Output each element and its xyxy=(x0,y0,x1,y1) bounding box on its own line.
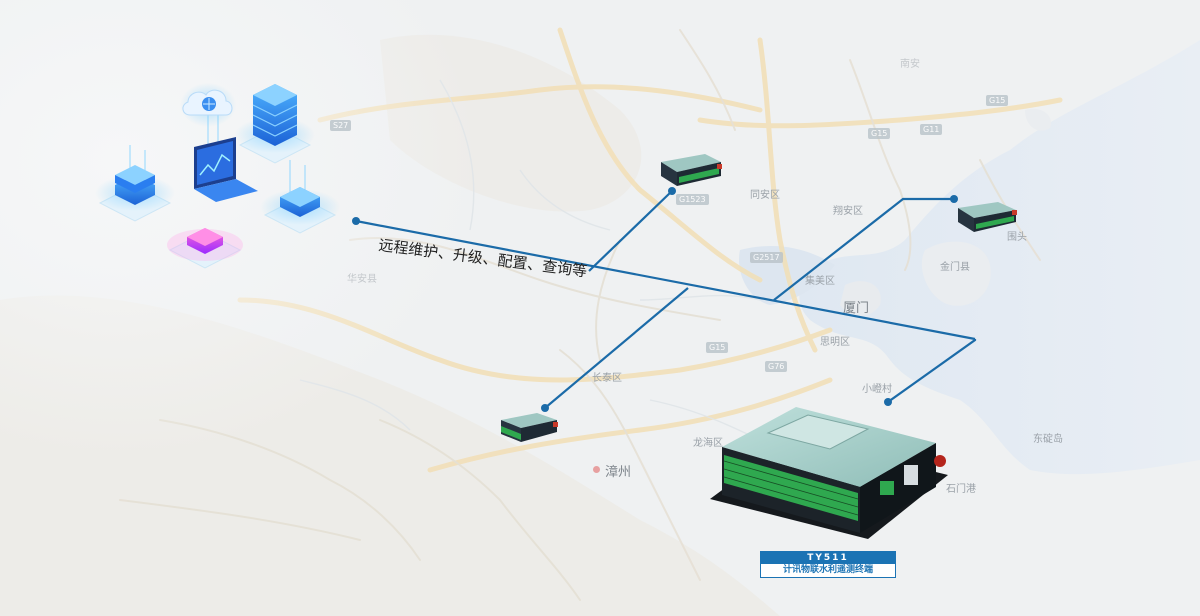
highway-shield: G76 xyxy=(765,361,788,372)
telemetry-terminal-icon xyxy=(661,154,722,186)
product-subtitle: 计讯物联水利遥测终端 xyxy=(782,565,873,575)
map-label-jimei: 集美区 xyxy=(805,276,835,287)
highway-shield: G15 xyxy=(986,95,1009,106)
server-stack-icon xyxy=(95,165,175,211)
map-label-xiaodeng: 小嶝村 xyxy=(862,384,892,395)
server-stack-icon xyxy=(235,84,315,153)
map-label-xiangan: 翔安区 xyxy=(833,206,863,217)
cloud-platform-cluster xyxy=(95,83,340,269)
highway-shield: G15 xyxy=(868,128,891,139)
link-right-device xyxy=(773,197,954,301)
cloud-server-icon xyxy=(180,83,236,127)
link-top-device xyxy=(588,190,673,272)
highway-shield: G11 xyxy=(920,124,943,135)
map-label-changtai: 长泰区 xyxy=(592,373,622,384)
server-stack-icon xyxy=(260,187,340,225)
highway-shield: G1523 xyxy=(676,194,709,205)
map-label-nanan: 南安 xyxy=(900,59,920,70)
map-label-zhangzhou: 漳州 xyxy=(605,465,632,480)
chip-icon xyxy=(167,228,243,261)
map-label-longhai: 龙海区 xyxy=(693,438,723,449)
highway-shield: G15 xyxy=(706,342,729,353)
endpoint-dot xyxy=(352,217,360,225)
product-badge: TY511 计讯物联水利遥测终端 xyxy=(760,551,896,578)
laptop-icon xyxy=(194,137,258,202)
trunk-line xyxy=(355,219,976,341)
map-label-jinmen: 金门县 xyxy=(940,262,970,273)
telemetry-terminal-icon xyxy=(958,202,1017,232)
endpoint-dot xyxy=(950,195,958,203)
link-main-device xyxy=(887,339,977,403)
map-label-tongan: 同安区 xyxy=(750,190,780,201)
highway-shield: G2517 xyxy=(750,252,783,263)
link-left-device xyxy=(544,287,689,409)
map-label-shimajiang: 石门港 xyxy=(946,484,976,495)
endpoint-dot xyxy=(668,187,676,195)
map-label-dongding: 东碇岛 xyxy=(1033,434,1063,445)
map-label-huaan: 华安县 xyxy=(347,274,377,285)
highway-shield: S27 xyxy=(330,120,352,131)
endpoint-dot xyxy=(541,404,549,412)
product-model: TY511 xyxy=(761,552,895,564)
endpoint-dot xyxy=(884,398,892,406)
city-marker xyxy=(593,466,600,473)
map-label-xiamen: 厦门 xyxy=(843,301,870,316)
telemetry-terminal-icon xyxy=(501,413,558,442)
map-label-weitou: 围头 xyxy=(1007,232,1027,243)
main-terminal-icon xyxy=(710,407,948,539)
map-label-siming: 思明区 xyxy=(820,337,850,348)
